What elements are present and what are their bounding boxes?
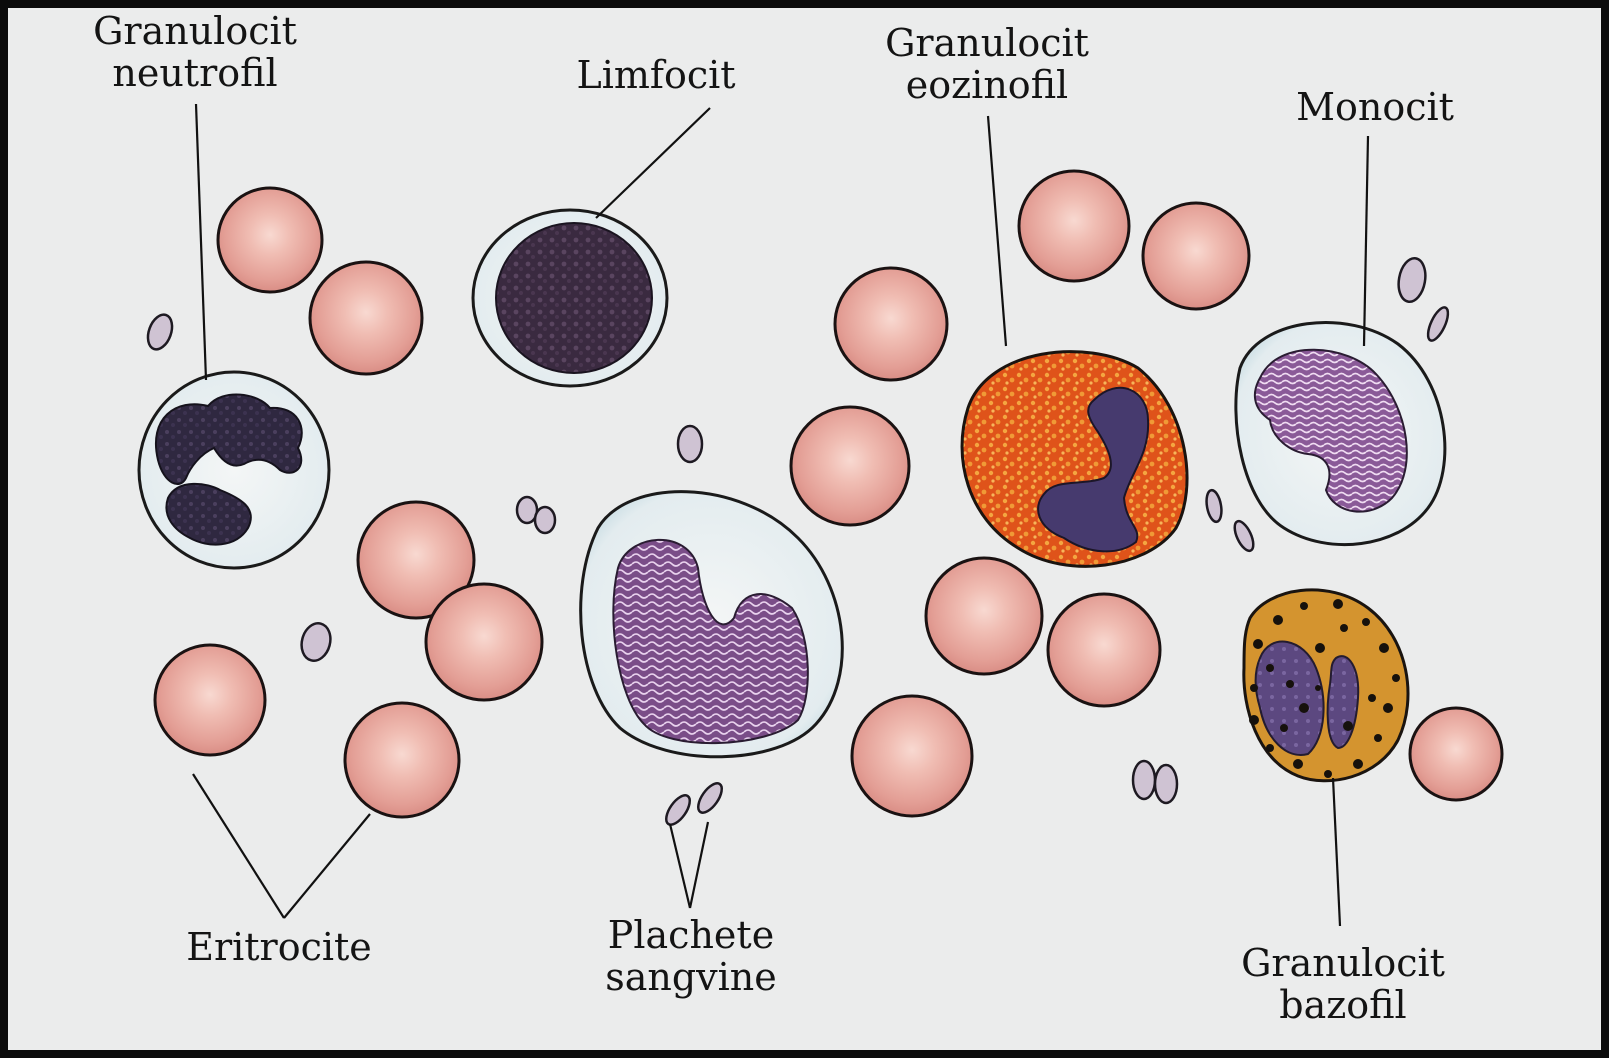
erythrocyte — [791, 407, 909, 525]
leader-bazofil — [1333, 778, 1340, 926]
label-granulocit-bazofil: Granulocit bazofil — [1228, 942, 1458, 1026]
label-line: Eritrocite — [164, 926, 394, 968]
erythrocyte — [345, 703, 459, 817]
platelet — [1424, 305, 1452, 344]
platelet — [535, 507, 555, 533]
label-granulocit-neutrofil: Granulocit neutrofil — [80, 10, 310, 94]
label-line: Granulocit — [80, 10, 310, 52]
platelet — [1395, 256, 1428, 304]
erythrocyte — [1410, 708, 1502, 800]
label-line: Plachete — [586, 914, 796, 956]
erythrocyte — [218, 188, 322, 292]
erythrocyte — [1019, 171, 1129, 281]
label-line: neutrofil — [80, 52, 310, 94]
platelet — [1133, 761, 1155, 799]
leader-eritrocite-left — [193, 774, 284, 918]
label-line: bazofil — [1228, 984, 1458, 1026]
erythrocyte — [852, 696, 972, 816]
platelet — [678, 426, 702, 462]
eosinophil-cell — [962, 352, 1187, 567]
leader-eritrocite-right — [284, 814, 370, 918]
platelet — [662, 791, 695, 828]
label-line: Limfocit — [556, 54, 756, 96]
erythrocyte — [426, 584, 542, 700]
erythrocyte — [310, 262, 422, 374]
label-monocit: Monocit — [1280, 86, 1470, 128]
leader-plachete-right — [690, 822, 708, 908]
leader-eozinofil — [988, 116, 1006, 346]
label-limfocit: Limfocit — [556, 54, 756, 96]
label-line: sangvine — [586, 956, 796, 998]
label-granulocit-eozinofil: Granulocit eozinofil — [872, 22, 1102, 106]
leader-monocit — [1364, 136, 1368, 346]
label-line: Granulocit — [872, 22, 1102, 64]
label-line: Granulocit — [1228, 942, 1458, 984]
erythrocyte — [926, 558, 1042, 674]
label-plachete-sangvine: Plachete sangvine — [586, 914, 796, 998]
erythrocyte — [155, 645, 265, 755]
erythrocyte — [835, 268, 947, 380]
platelet — [694, 779, 727, 816]
lymphocyte-cell — [473, 210, 667, 386]
label-eritrocite: Eritrocite — [164, 926, 394, 968]
label-line: Monocit — [1280, 86, 1470, 128]
leader-neutrofil — [196, 104, 206, 380]
leader-limfocit — [596, 108, 710, 218]
platelet — [1204, 489, 1223, 523]
monocyte-cell-center — [581, 492, 843, 757]
diagram-canvas — [8, 8, 1601, 1050]
leader-plachete-left — [670, 824, 690, 908]
neutrophil-cell — [139, 372, 329, 568]
platelet — [298, 620, 335, 664]
platelet — [144, 311, 177, 352]
platelet — [1155, 765, 1177, 803]
erythrocyte — [1143, 203, 1249, 309]
erythrocyte — [1048, 594, 1160, 706]
blood-cells-diagram: Granulocit neutrofil Limfocit Granulocit… — [8, 8, 1601, 1050]
label-line: eozinofil — [872, 64, 1102, 106]
platelet — [1231, 519, 1257, 554]
basophil-cell — [1244, 590, 1408, 781]
monocyte-cell — [1236, 322, 1445, 544]
